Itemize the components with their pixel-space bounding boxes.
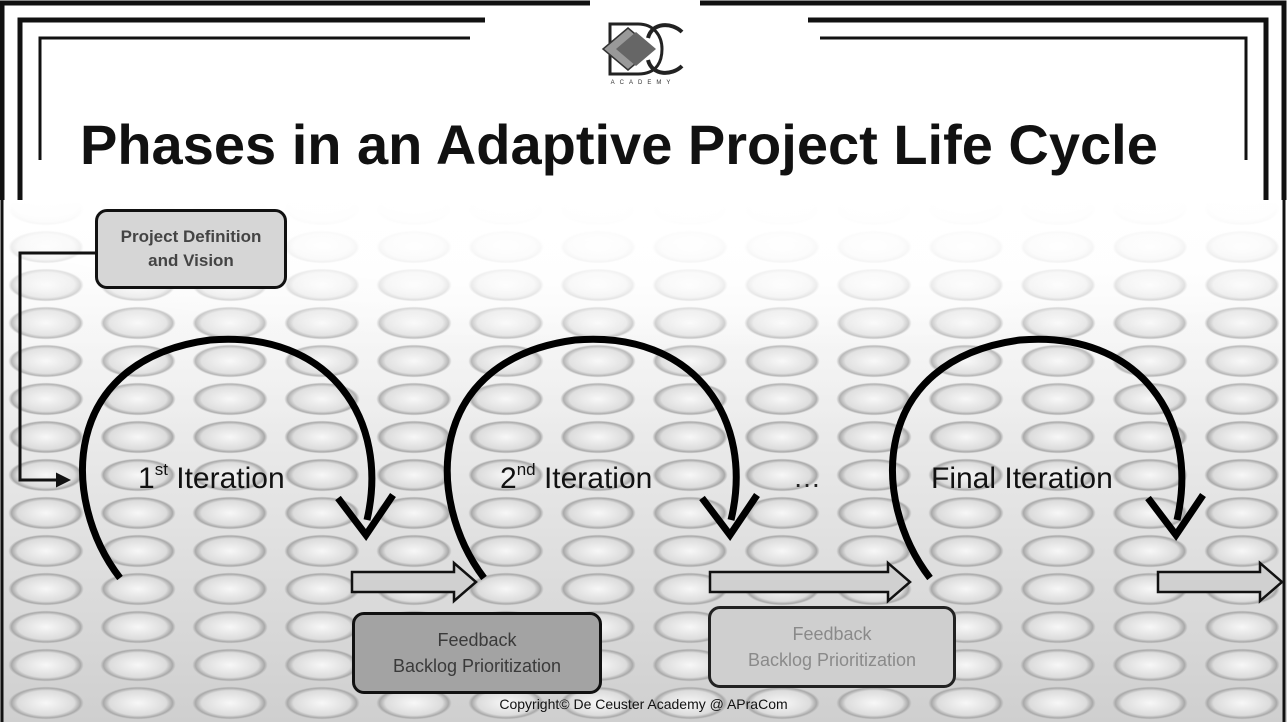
- iteration-loop-final: [889, 335, 1206, 581]
- iteration-loop-2: [443, 335, 760, 581]
- ellipsis: …: [793, 462, 821, 493]
- project-definition-box: Project Definition and Vision: [95, 209, 287, 289]
- logo-text: ACADEMY: [610, 80, 676, 86]
- block-arrow-2: [708, 560, 912, 604]
- iteration-label-2: 2nd Iteration: [500, 460, 653, 496]
- block-arrow-1: [350, 560, 478, 604]
- project-definition-line-2: and Vision: [148, 251, 234, 270]
- feedback-1-line-1: Feedback: [437, 630, 517, 650]
- iteration-1-text: Iteration: [167, 462, 285, 495]
- feedback-box-2: Feedback Backlog Prioritization: [708, 606, 956, 688]
- logo-mark: [601, 22, 684, 76]
- page-title: Phases in an Adaptive Project Life Cycle: [80, 113, 1158, 176]
- project-definition-line-1: Project Definition: [120, 227, 262, 246]
- iteration-2-suffix: nd: [516, 460, 536, 479]
- iteration-1-suffix: st: [154, 460, 168, 479]
- iteration-loop-1: [79, 335, 396, 581]
- academy-logo: ACADEMY: [598, 14, 688, 94]
- iteration-label-1: 1st Iteration: [138, 460, 285, 496]
- iteration-label-final: Final Iteration: [931, 462, 1113, 495]
- iteration-2-number: 2: [500, 462, 517, 495]
- copyright-text: Copyright© De Ceuster Academy @ APraCom: [499, 696, 788, 712]
- block-arrow-3: [1156, 560, 1284, 604]
- connector-arrow: [18, 251, 95, 488]
- iteration-1-number: 1: [138, 462, 155, 495]
- feedback-1-line-2: Backlog Prioritization: [392, 656, 562, 676]
- iteration-2-text: Iteration: [535, 462, 653, 495]
- feedback-2-line-1: Feedback: [792, 624, 872, 644]
- feedback-2-line-2: Backlog Prioritization: [747, 650, 917, 670]
- feedback-box-1: Feedback Backlog Prioritization: [352, 612, 602, 694]
